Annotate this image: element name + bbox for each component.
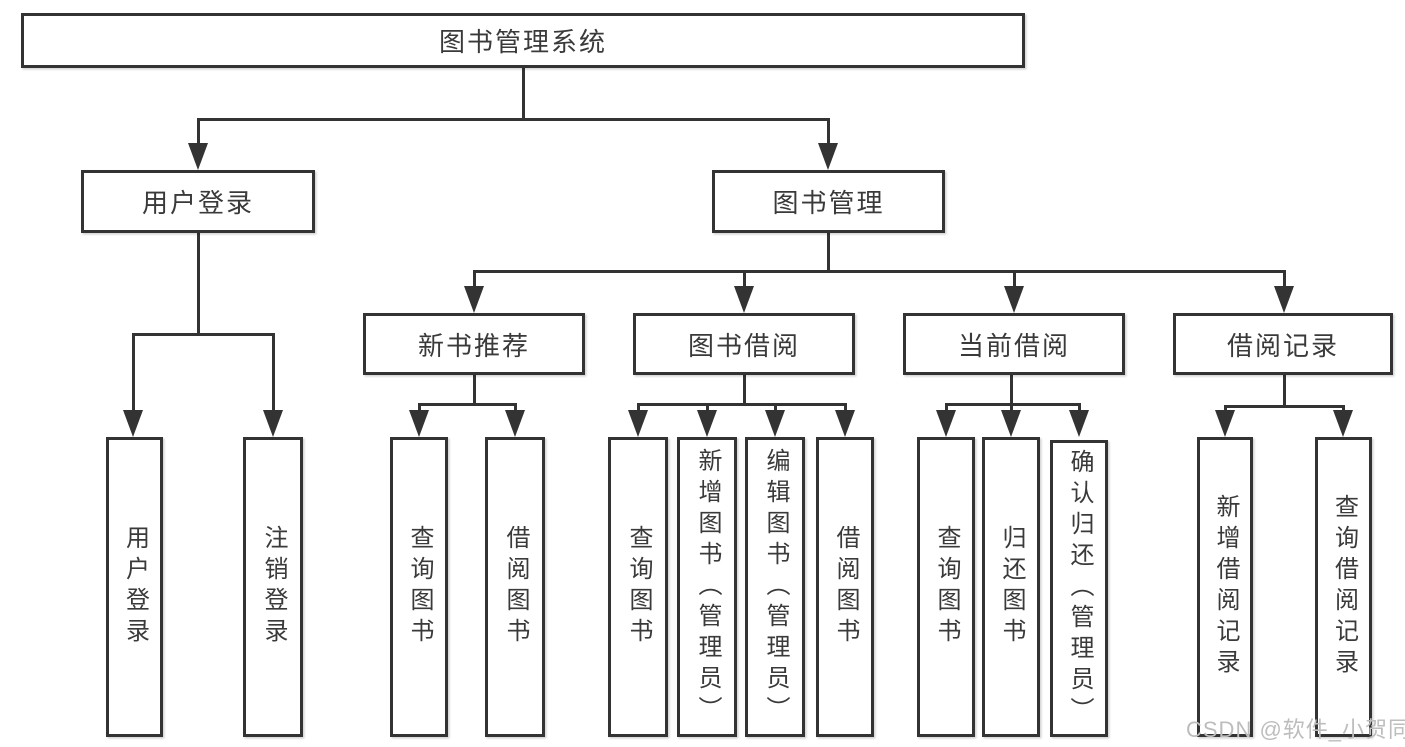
connector-line xyxy=(1010,403,1013,411)
leaf-current-confirm-admin: 确认归还（管理员） xyxy=(1050,440,1108,737)
connector-line xyxy=(844,403,847,411)
leaf-record-query: 查询借阅记录 xyxy=(1315,437,1372,737)
arrow-down-icon xyxy=(1274,286,1294,313)
connector-line xyxy=(418,403,517,406)
connector-line xyxy=(945,403,1081,406)
leaf-newbook-borrow: 借阅图书 xyxy=(485,437,545,737)
connector-line xyxy=(272,333,275,411)
arrow-down-icon xyxy=(505,410,525,437)
node-book-borrow: 图书借阅 xyxy=(633,313,855,375)
connector-line xyxy=(706,403,709,411)
csdn-watermark: CSDN @软件_小贺同学 xyxy=(1186,717,1405,742)
arrow-down-icon xyxy=(188,143,208,170)
connector-line xyxy=(473,270,1286,273)
connector-line xyxy=(132,333,135,411)
arrow-down-icon xyxy=(1001,410,1021,437)
arrow-down-icon xyxy=(765,410,785,437)
connector-line xyxy=(418,403,421,411)
leaf-current-query: 查询图书 xyxy=(917,437,975,737)
leaf-newbook-query: 查询图书 xyxy=(390,437,448,737)
connector-line xyxy=(1342,405,1345,411)
arrow-down-icon xyxy=(628,410,648,437)
connector-line xyxy=(197,118,830,121)
connector-line xyxy=(1283,270,1286,287)
connector-line xyxy=(473,270,476,287)
node-root: 图书管理系统 xyxy=(21,13,1025,68)
connector-line xyxy=(827,233,830,272)
connector-line xyxy=(774,403,777,411)
arrow-down-icon xyxy=(409,410,429,437)
leaf-borrow-borrow: 借阅图书 xyxy=(816,437,874,737)
arrow-down-icon xyxy=(936,410,956,437)
node-book-management: 图书管理 xyxy=(712,170,945,233)
connector-line xyxy=(743,375,746,405)
connector-line xyxy=(522,68,525,118)
leaf-borrow-query: 查询图书 xyxy=(608,437,668,737)
connector-line xyxy=(637,403,640,411)
connector-line xyxy=(743,270,746,287)
connector-line xyxy=(1224,405,1345,408)
connector-line xyxy=(1224,405,1227,411)
connector-line xyxy=(1013,270,1016,287)
node-current-borrow: 当前借阅 xyxy=(903,313,1125,375)
leaf-current-return: 归还图书 xyxy=(982,437,1040,737)
arrow-down-icon xyxy=(697,410,717,437)
leaf-record-add: 新增借阅记录 xyxy=(1197,437,1253,737)
node-new-book-recommend: 新书推荐 xyxy=(363,313,585,375)
arrow-down-icon xyxy=(734,286,754,313)
connector-line xyxy=(1010,375,1013,405)
leaf-borrow-add-admin: 新增图书（管理员） xyxy=(677,437,737,737)
arrow-down-icon xyxy=(263,410,283,437)
leaf-borrow-edit-admin: 编辑图书（管理员） xyxy=(745,437,805,737)
leaf-logout: 注销登录 xyxy=(243,437,303,737)
arrow-down-icon xyxy=(818,143,838,170)
arrow-down-icon xyxy=(464,286,484,313)
node-borrow-records: 借阅记录 xyxy=(1173,313,1393,375)
arrow-down-icon xyxy=(1069,410,1089,437)
node-user-login-branch: 用户登录 xyxy=(81,170,315,233)
arrow-down-icon xyxy=(835,410,855,437)
connector-line xyxy=(945,403,948,411)
connector-line xyxy=(1283,375,1286,407)
connector-line xyxy=(132,333,275,336)
connector-line xyxy=(197,118,200,145)
arrow-down-icon xyxy=(1333,410,1353,437)
arrow-down-icon xyxy=(123,410,143,437)
connector-line xyxy=(827,118,830,145)
connector-line xyxy=(1078,403,1081,411)
connector-line xyxy=(514,403,517,411)
arrow-down-icon xyxy=(1004,286,1024,313)
connector-line xyxy=(197,233,200,335)
leaf-user-login: 用户登录 xyxy=(106,437,163,737)
arrow-down-icon xyxy=(1215,410,1235,437)
connector-line xyxy=(473,375,476,405)
connector-line xyxy=(637,403,847,406)
